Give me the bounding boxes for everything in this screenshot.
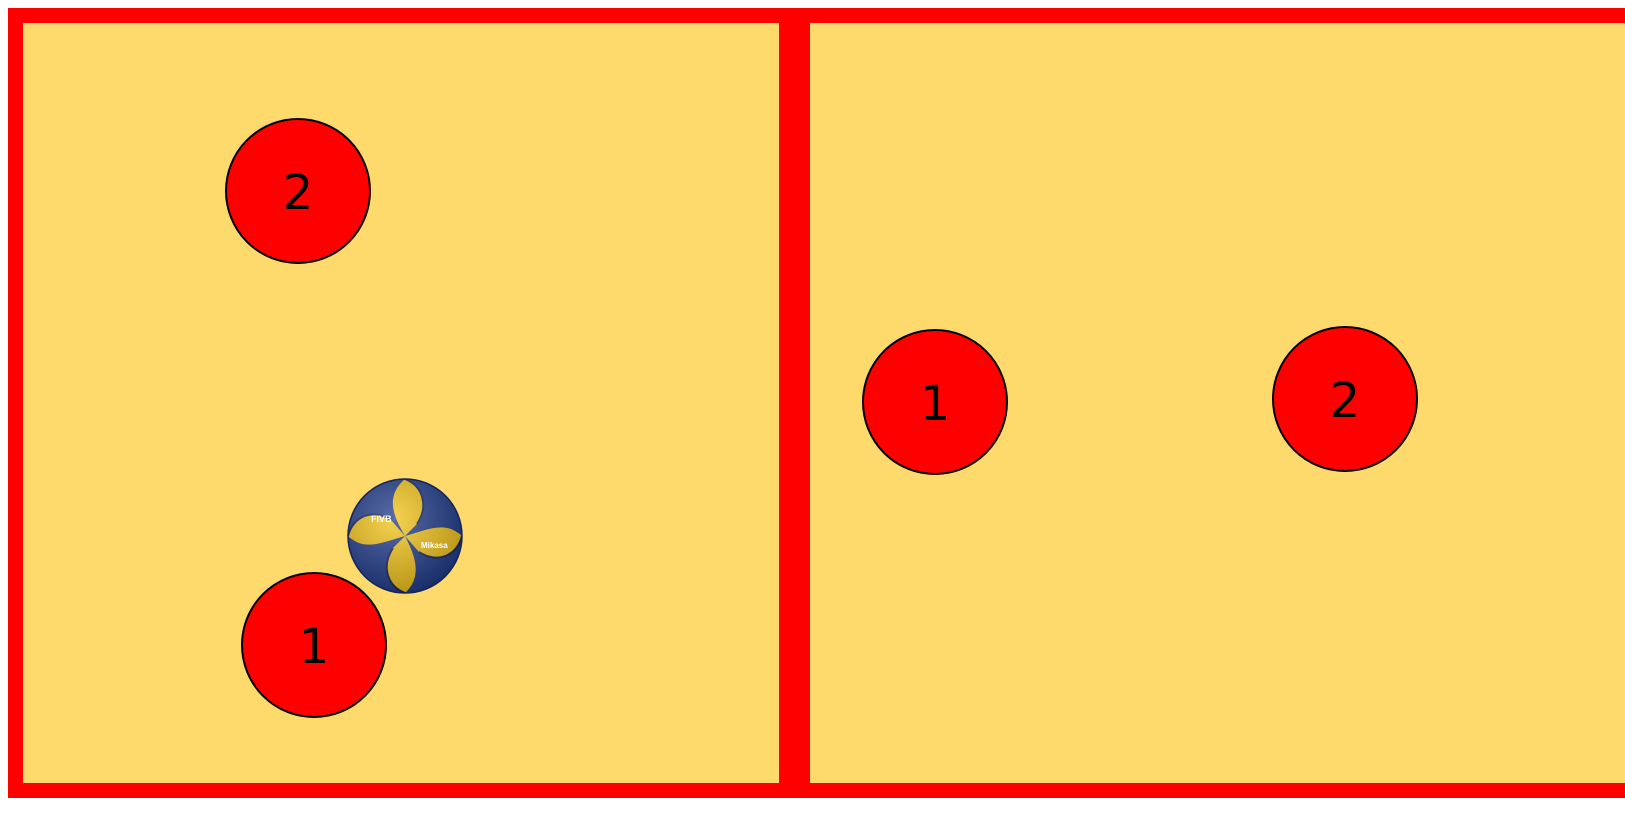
- player-right-1[interactable]: 1: [862, 329, 1008, 475]
- ball-badge-text: FIVB: [371, 514, 392, 524]
- volleyball-icon[interactable]: FIVB Mikasa: [345, 476, 465, 596]
- player-number: 2: [283, 169, 314, 217]
- player-number: 2: [1330, 377, 1361, 425]
- net-line: [779, 8, 810, 798]
- player-right-2[interactable]: 2: [1272, 326, 1418, 472]
- player-left-2[interactable]: 2: [225, 118, 371, 264]
- player-number: 1: [920, 380, 951, 428]
- ball-brand-text: Mikasa: [421, 541, 448, 550]
- player-number: 1: [299, 623, 330, 671]
